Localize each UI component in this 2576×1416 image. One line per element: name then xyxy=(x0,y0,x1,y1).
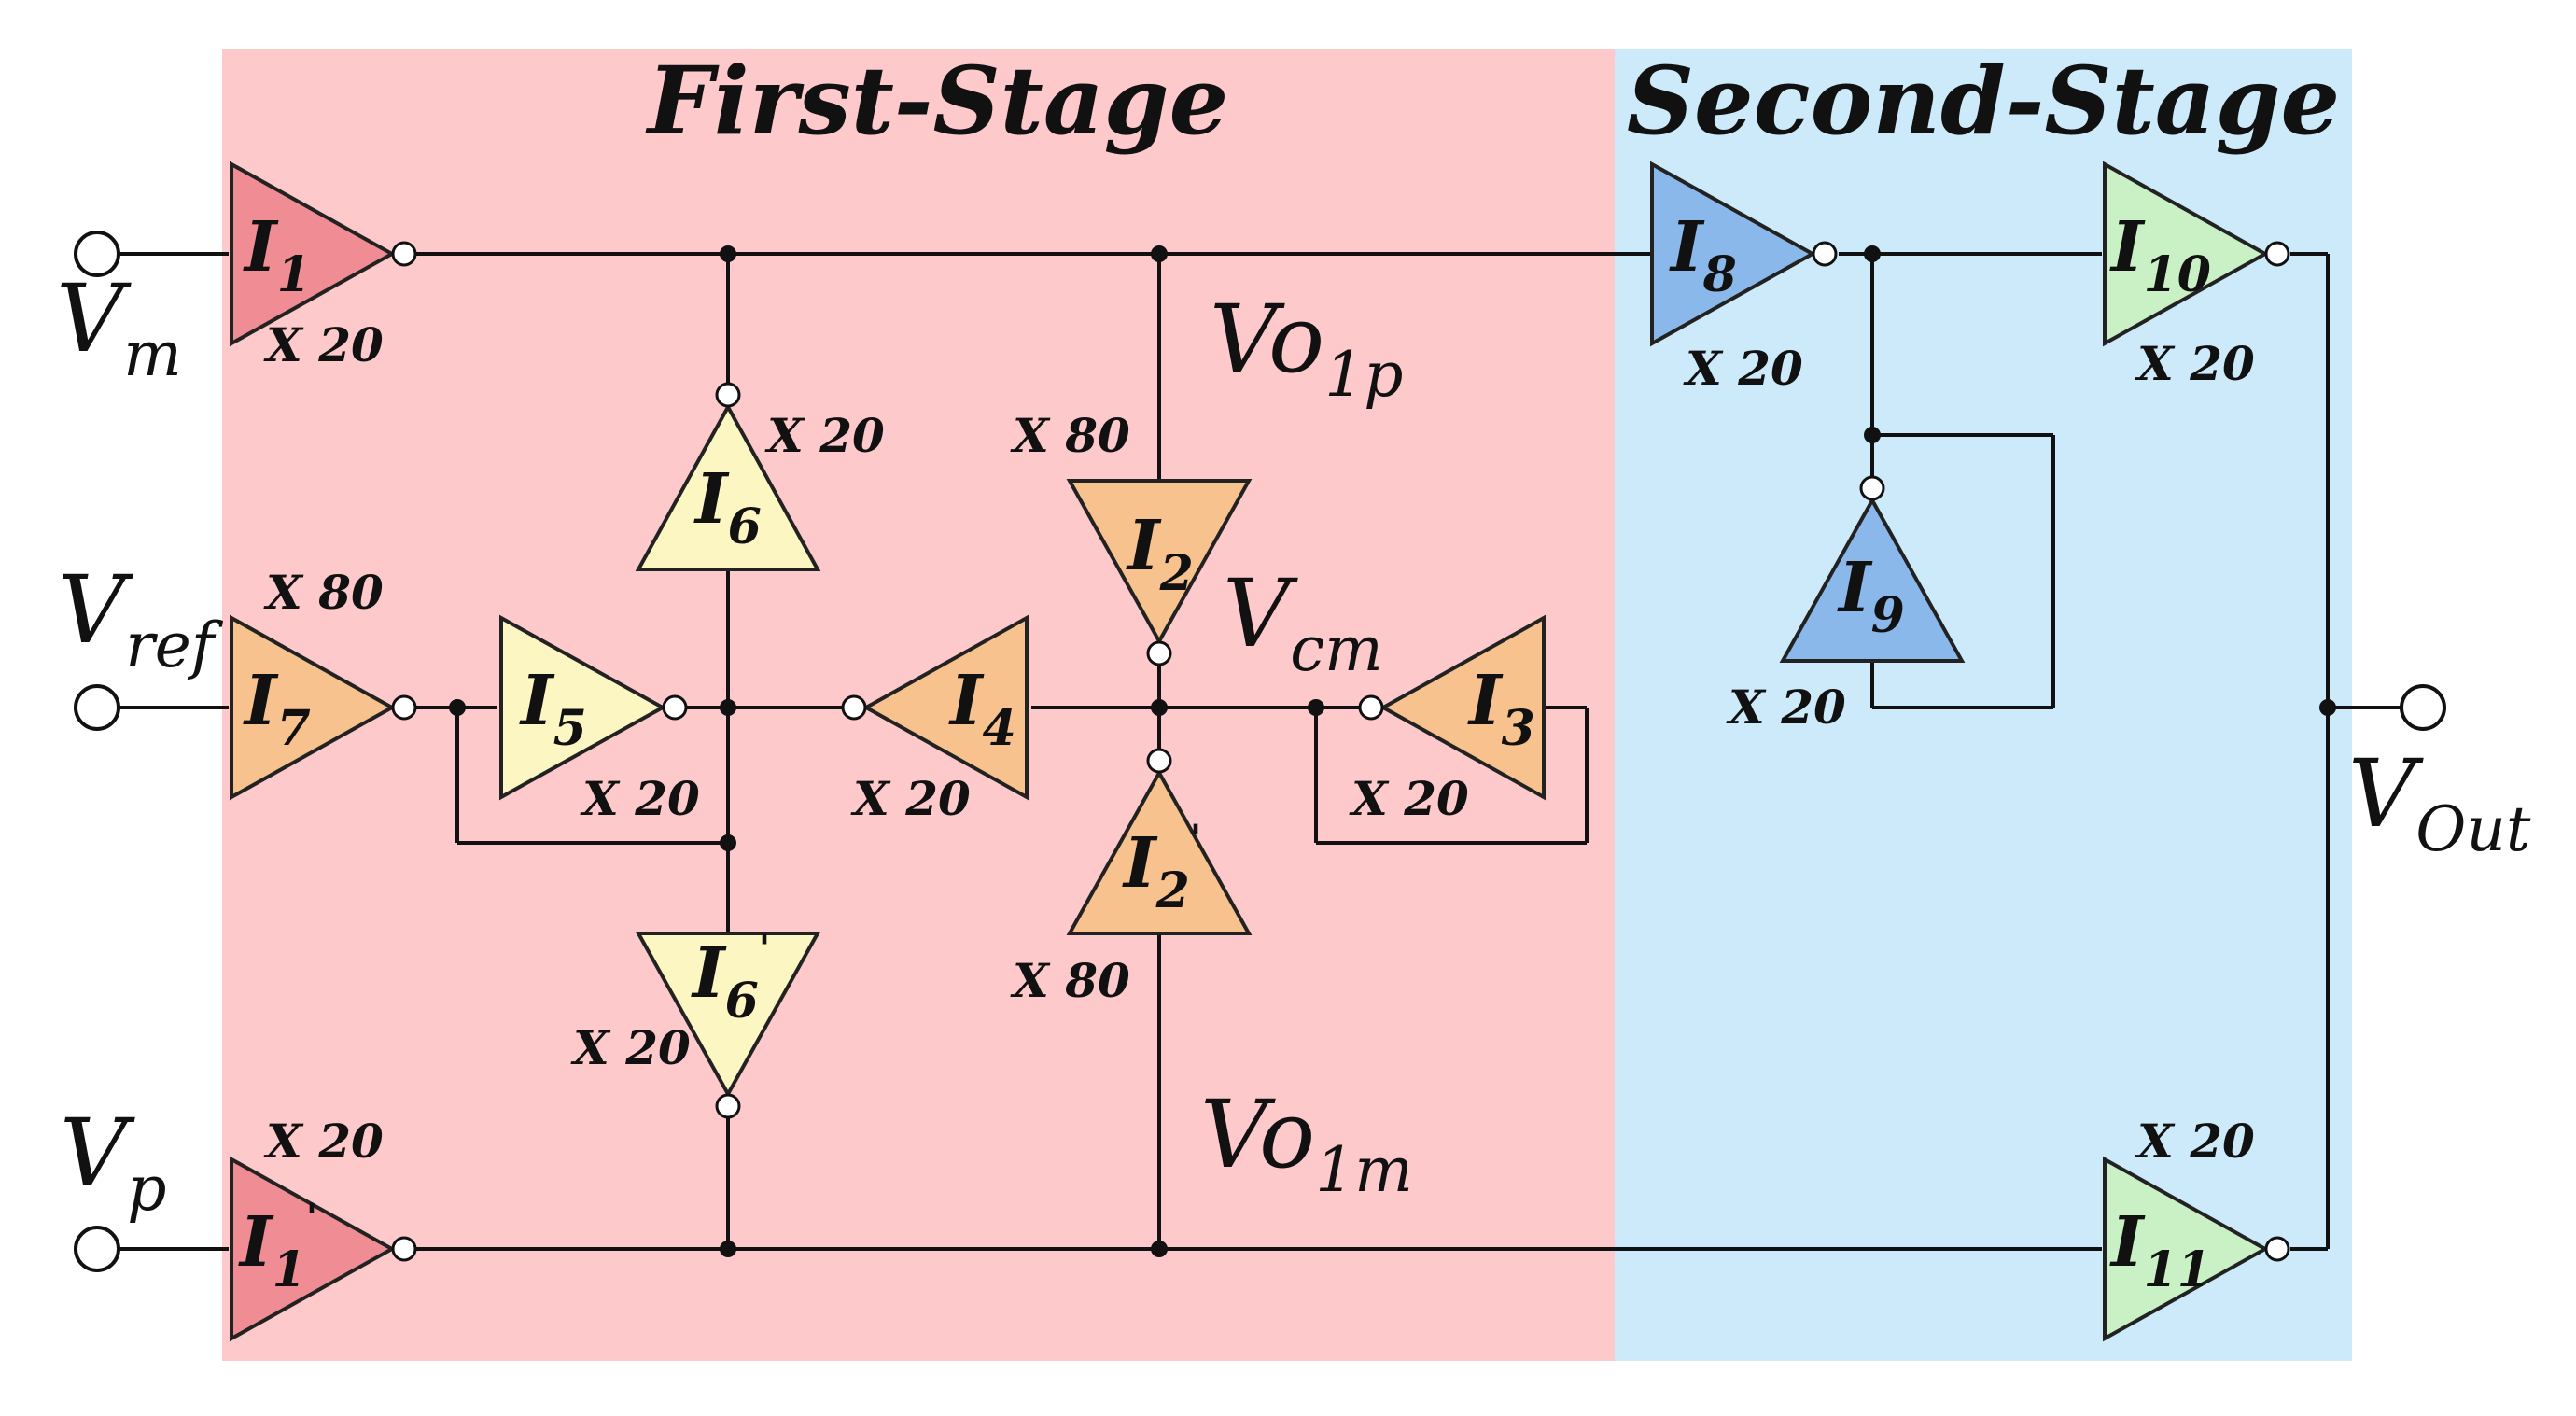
junctions xyxy=(449,245,2336,1257)
inverter-i3-multiplier: X 20 xyxy=(1349,771,1469,826)
inverter-i6-symbol xyxy=(635,402,821,571)
inverter-i2-prime-multiplier: X 80 xyxy=(1010,953,1130,1008)
junction-dot xyxy=(720,834,736,851)
vm-terminal[interactable] xyxy=(74,231,120,277)
junction-dot xyxy=(449,699,466,716)
inverter-i3-symbol xyxy=(1379,614,1546,801)
junction-dot xyxy=(1151,699,1168,716)
inverter-i10-symbol xyxy=(2103,161,2270,347)
inverter-i9-label: I9 xyxy=(1837,548,1905,644)
signal-vout-label: VOut xyxy=(2348,739,2531,865)
inverter-i2-prime-output-bubble xyxy=(1146,748,1172,774)
inverter-i5-multiplier: X 20 xyxy=(580,771,700,826)
inverter-i2-prime-label: I2' xyxy=(1122,817,1201,919)
inverter-i2-multiplier: X 80 xyxy=(1010,408,1130,463)
signal-vp-label: Vp xyxy=(60,1099,166,1225)
inverter-i8-label: I8 xyxy=(1669,207,1737,303)
inverter-i1-prime-label: I1' xyxy=(238,1196,317,1298)
signal-vref-label: Vref xyxy=(58,555,224,681)
signal-vcm-label: Vcm xyxy=(1223,559,1383,685)
junction-dot xyxy=(2319,699,2336,716)
inverter-i2-label: I2 xyxy=(1126,506,1194,602)
wires xyxy=(119,252,2401,1251)
inverter-i9-output-bubble xyxy=(1859,475,1885,501)
inverter-labels: I1 I1' I7 I5 I6 I6' I4 I2 I2' I3 I8 xyxy=(238,207,2211,1298)
inverter-i1-prime-symbol xyxy=(230,1156,397,1342)
inverter-i2-symbol xyxy=(1066,479,1253,646)
signal-vm-label: Vm xyxy=(56,264,182,390)
inverter-i1-label: I1 xyxy=(243,207,311,303)
inverter-i5-label: I5 xyxy=(519,661,587,757)
signal-vo1m-label: Vo1m xyxy=(1200,1080,1413,1206)
inverter-i3-label: I3 xyxy=(1467,661,1535,757)
inverter-i6-label: I6 xyxy=(693,459,762,555)
inverter-i6-prime-symbol xyxy=(635,932,821,1099)
junction-dot xyxy=(720,699,736,716)
inverter-i6-multiplier: X 20 xyxy=(764,408,885,463)
vref-terminal[interactable] xyxy=(74,684,120,731)
inverter-i7-label: I7 xyxy=(243,661,311,757)
inverter-i4-multiplier: X 20 xyxy=(850,771,971,826)
inverter-i3-output-bubble xyxy=(1358,694,1384,721)
inverter-i9-multiplier: X 20 xyxy=(1726,680,1846,735)
inverter-i6-prime-output-bubble xyxy=(715,1093,741,1119)
inverter-i6-prime-multiplier: X 20 xyxy=(570,1020,691,1075)
inverter-i9-symbol xyxy=(1779,496,1966,663)
junction-dot xyxy=(1151,245,1168,262)
inverter-i6-prime-label: I6' xyxy=(691,927,770,1030)
inverter-i1-output-bubble xyxy=(391,241,417,267)
inverter-i8-multiplier: X 20 xyxy=(1683,341,1803,396)
inverter-i11-output-bubble xyxy=(2264,1236,2290,1262)
signal-vo1p-label: Vo1p xyxy=(1210,285,1404,411)
inverter-i1-multiplier: X 20 xyxy=(263,317,384,372)
inverter-i7-output-bubble xyxy=(391,694,417,721)
inverter-i5-symbol xyxy=(499,614,667,801)
inverter-i8-symbol xyxy=(1650,161,1817,347)
signal-labels: Vm Vref Vp Vo1p Vcm Vo1m VOut xyxy=(56,264,2531,1225)
inverter-i1-symbol xyxy=(230,161,397,347)
junction-dot xyxy=(720,1241,736,1257)
junction-dot xyxy=(1864,245,1881,262)
first-stage-title: First-Stage xyxy=(645,46,1228,156)
inverter-i4-label: I4 xyxy=(948,661,1016,757)
inverter-i1-prime-multiplier: X 20 xyxy=(263,1114,384,1169)
junction-dot xyxy=(1864,427,1881,443)
inverter-i6-output-bubble xyxy=(715,382,741,408)
inverter-i2-output-bubble xyxy=(1146,640,1172,666)
inverter-i10-label: I10 xyxy=(2109,207,2211,303)
inverters xyxy=(230,161,2290,1342)
inverter-i11-label: I11 xyxy=(2109,1202,2211,1298)
terminals xyxy=(74,231,2446,1272)
junction-dot xyxy=(1308,699,1324,716)
inverter-i4-symbol xyxy=(861,614,1029,801)
multiplier-labels: X 20 X 20 X 80 X 20 X 20 X 20 X 20 X 80 … xyxy=(263,317,2255,1169)
inverter-i11-multiplier: X 20 xyxy=(2135,1114,2255,1169)
inverter-i7-multiplier: X 80 xyxy=(263,565,384,620)
inverter-i2-prime-symbol xyxy=(1066,768,1253,935)
junction-dot xyxy=(1151,1241,1168,1257)
inverter-i10-multiplier: X 20 xyxy=(2135,336,2255,391)
inverter-i5-output-bubble xyxy=(662,694,688,721)
junction-dot xyxy=(720,245,736,262)
inverter-i8-output-bubble xyxy=(1812,241,1838,267)
inverter-i7-symbol xyxy=(230,614,397,801)
vp-terminal[interactable] xyxy=(74,1226,120,1272)
inverter-i10-output-bubble xyxy=(2264,241,2290,267)
inverter-i4-output-bubble xyxy=(841,694,867,721)
vout-terminal[interactable] xyxy=(2400,684,2446,731)
second-stage-title: Second-Stage xyxy=(1627,46,2340,156)
inverter-i11-symbol xyxy=(2103,1156,2270,1342)
inverter-i1-prime-output-bubble xyxy=(391,1236,417,1262)
